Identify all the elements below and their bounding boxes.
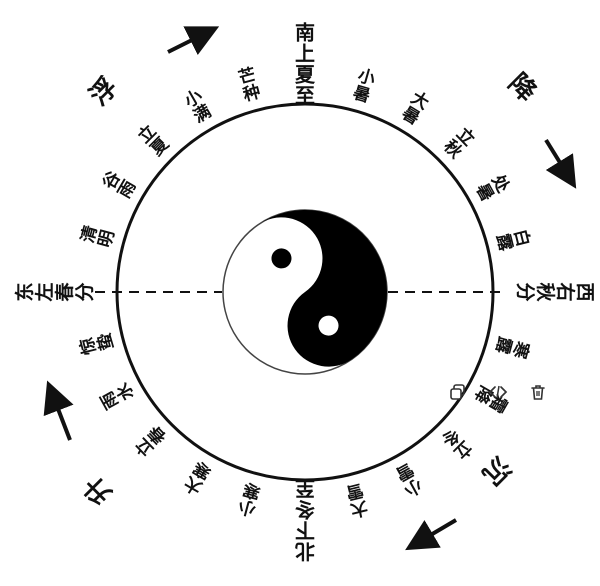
solar-term-char: 西 xyxy=(574,282,596,301)
solar-term-char: 右 xyxy=(554,281,577,301)
solar-term-char: 小 xyxy=(356,66,378,90)
solar-term-char: 北 xyxy=(295,540,315,564)
solar-term-char: 春 xyxy=(53,282,76,301)
solar-term-label: 大雪 xyxy=(344,479,370,521)
solar-term-label: 小满 xyxy=(181,86,215,127)
solar-term-char: 白 xyxy=(509,227,533,249)
solar-term-char: 东 xyxy=(13,282,36,301)
solar-term-char: 南 xyxy=(295,21,315,45)
solar-term-label: 芒种 xyxy=(236,64,263,106)
direction-label-bottom-left: 升 xyxy=(78,470,118,510)
yin-dot xyxy=(271,248,292,269)
solar-term-label: 小寒 xyxy=(236,478,262,519)
solar-term-label: 立夏 xyxy=(134,121,174,160)
solar-term-char: 左 xyxy=(33,282,56,301)
copy-icon[interactable] xyxy=(447,381,469,403)
solar-term-char: 蛰 xyxy=(93,331,117,353)
solar-term-label: 立秋 xyxy=(439,123,479,163)
solar-term-char: 寒 xyxy=(508,339,533,361)
solar-term-char: 分 xyxy=(514,282,536,301)
solar-term-label: 大暑 xyxy=(398,87,433,129)
solar-term-label: 清明 xyxy=(77,223,119,249)
delete-icon[interactable] xyxy=(527,381,549,403)
arrow-bottom-left xyxy=(43,380,74,441)
solar-term-char: 冬 xyxy=(295,498,315,522)
direction-label-bottom-right: 沉 xyxy=(476,450,516,490)
solar-term-char: 惊 xyxy=(76,335,100,357)
solar-term-char: 芒 xyxy=(236,64,258,89)
solar-term-char: 种 xyxy=(240,81,263,106)
arrow-bottom-right xyxy=(405,518,458,551)
solar-term-char: 分 xyxy=(74,282,96,301)
solar-term-char: 夏 xyxy=(295,63,316,87)
solar-term-char: 清 xyxy=(77,223,102,245)
solar-term-char: 秋 xyxy=(534,282,557,302)
solar-term-label: 处暑 xyxy=(472,170,515,205)
solar-term-char: 暑 xyxy=(351,83,373,107)
solar-term-label: 寒露 xyxy=(491,334,533,361)
direction-label-top-left: 浮 xyxy=(84,72,124,112)
solar-term-char: 雪 xyxy=(344,479,365,503)
solar-term-label: 大寒 xyxy=(181,457,215,499)
solar-term-label: 白露 xyxy=(492,227,534,254)
solar-term-char: 至 xyxy=(295,477,315,501)
solar-term-char: 至 xyxy=(295,84,315,108)
solar-term-label: 立冬 xyxy=(437,424,476,463)
solar-term-char: 寒 xyxy=(241,478,263,503)
direction-label-top-right: 降 xyxy=(502,68,542,108)
solar-term-char: 露 xyxy=(492,232,516,254)
solar-term-label: 小暑 xyxy=(351,66,378,107)
solar-term-label: 谷雨 xyxy=(99,167,140,201)
solar-term-char: 下 xyxy=(295,519,315,543)
arrow-top-left xyxy=(167,26,220,56)
solar-term-char: 大 xyxy=(348,496,370,520)
arrow-top-right xyxy=(544,138,577,189)
solar-term-label: 小雪 xyxy=(392,459,425,500)
yin-yang-symbol xyxy=(222,209,388,375)
solar-term-char: 上 xyxy=(295,42,315,66)
yang-dot xyxy=(318,315,339,336)
solar-term-label: 立春 xyxy=(131,421,171,460)
solar-term-label: 雨水 xyxy=(97,378,138,412)
solar-term-char: 明 xyxy=(95,228,119,250)
code-icon[interactable] xyxy=(487,381,509,403)
solar-term-label: 惊蛰 xyxy=(76,331,118,357)
solar-term-char: 小 xyxy=(236,495,258,519)
solar-term-char: 露 xyxy=(491,334,515,357)
